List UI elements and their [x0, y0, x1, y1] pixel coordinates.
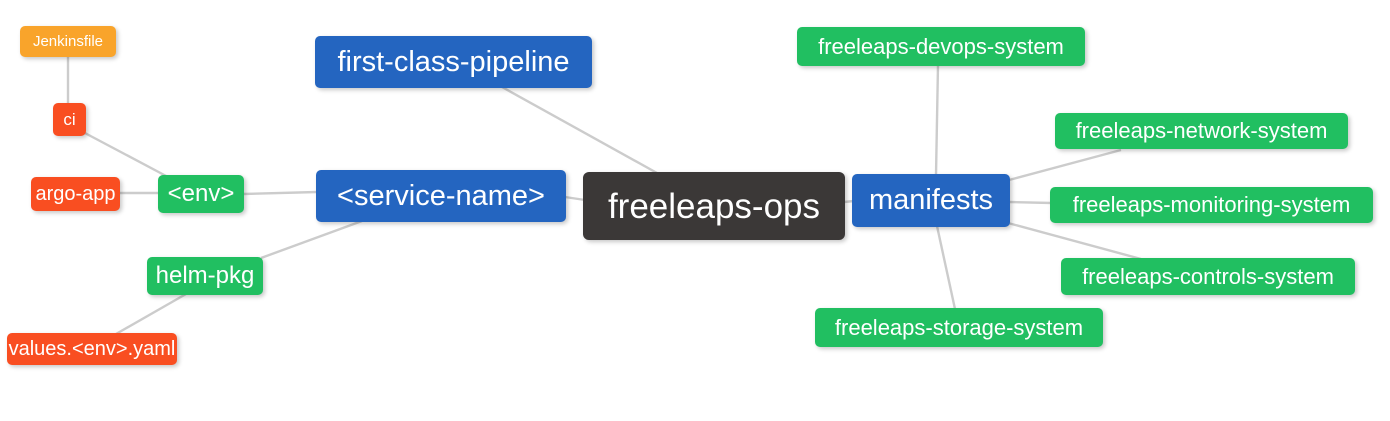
edge-manifests-network — [1008, 148, 1122, 182]
edge-ops-service-name — [564, 195, 586, 202]
node-freeleaps-controls-system[interactable]: freeleaps-controls-system — [1061, 258, 1355, 295]
node-service-name[interactable]: <service-name> — [316, 170, 566, 222]
edge-env-service-name — [242, 190, 318, 196]
edge-group — [66, 56, 1142, 336]
node-helm-pkg[interactable]: helm-pkg — [147, 257, 263, 295]
edge-manifests-storage — [935, 225, 957, 310]
node-values-env-yaml[interactable]: values.<env>.yaml — [7, 333, 177, 365]
edge-helm-pkg-values — [115, 292, 187, 336]
node-freeleaps-monitoring-system[interactable]: freeleaps-monitoring-system — [1050, 187, 1373, 223]
edge-ci-env — [82, 130, 169, 179]
node-first-class-pipeline[interactable]: first-class-pipeline — [315, 36, 592, 88]
node-freeleaps-network-system[interactable]: freeleaps-network-system — [1055, 113, 1348, 149]
edge-ops-pipeline — [501, 85, 658, 175]
edge-manifests-monitoring — [1008, 200, 1053, 205]
node-ci[interactable]: ci — [53, 103, 86, 136]
node-freeleaps-storage-system[interactable]: freeleaps-storage-system — [815, 308, 1103, 347]
node-freeleaps-devops-system[interactable]: freeleaps-devops-system — [797, 27, 1085, 66]
node-freeleaps-ops-root[interactable]: freeleaps-ops — [583, 172, 845, 240]
node-manifests[interactable]: manifests — [852, 174, 1010, 227]
edge-manifests-devops — [934, 64, 940, 176]
node-argo-app[interactable]: argo-app — [31, 177, 120, 211]
node-jenkinsfile[interactable]: Jenkinsfile — [20, 26, 116, 57]
edge-service-name-helm-pkg — [260, 219, 363, 260]
edge-manifests-controls — [1007, 221, 1142, 261]
node-env[interactable]: <env> — [158, 175, 244, 213]
